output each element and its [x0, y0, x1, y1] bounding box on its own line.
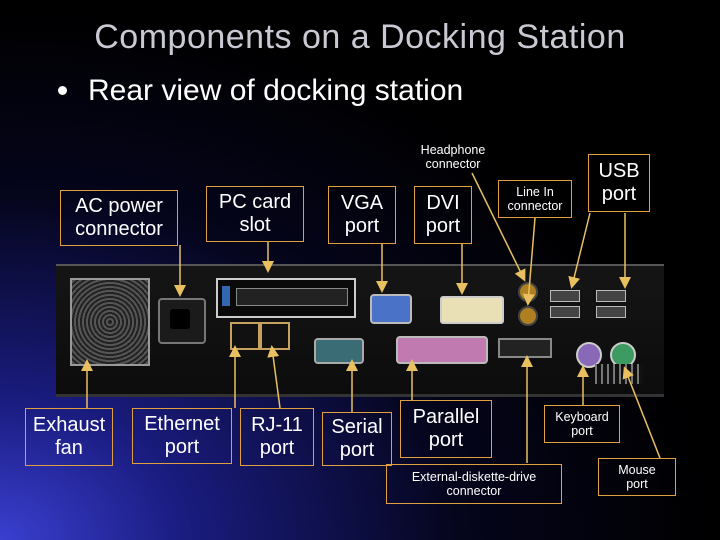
label-ac-power: AC power connector — [60, 190, 178, 246]
arrow-usb-left — [568, 212, 591, 289]
label-usb: USB port — [588, 154, 650, 212]
usb-port-graphic — [596, 306, 626, 318]
keyboard-ps2-port — [576, 342, 602, 368]
label-vga: VGA port — [328, 186, 396, 244]
label-headphone: Headphone connector — [420, 142, 486, 171]
usb-port-graphic — [550, 290, 580, 302]
label-dvi: DVI port — [414, 186, 472, 244]
label-keyboard: Keyboard port — [544, 405, 620, 443]
label-serial: Serial port — [322, 412, 392, 466]
label-exhaust-fan: Exhaust fan — [25, 408, 113, 466]
usb-port-graphic — [596, 290, 626, 302]
vga-connector — [370, 294, 412, 324]
arrow-line-in — [522, 217, 536, 306]
label-mouse: Mouse port — [598, 458, 676, 496]
label-pc-card: PC card slot — [206, 186, 304, 242]
ac-power-socket — [158, 298, 206, 344]
arrow-rj11 — [267, 345, 281, 409]
label-ethernet: Ethernet port — [132, 408, 232, 464]
arrow-mouse — [622, 366, 661, 459]
usb-port-graphic — [550, 306, 580, 318]
pc-card-slot-graphic — [216, 278, 356, 318]
arrow-headphone — [471, 172, 526, 282]
rj11-jack — [260, 322, 290, 350]
dvi-connector — [440, 296, 504, 324]
bullet-text: Rear view of docking station — [88, 74, 464, 107]
bullet-icon — [58, 86, 67, 95]
exhaust-fan-graphic — [70, 278, 150, 366]
label-parallel: Parallel port — [400, 400, 492, 458]
slide-title: Components on a Docking Station — [94, 18, 626, 56]
label-rj11: RJ-11 port — [240, 408, 314, 466]
label-diskette: External-diskette-drive connector — [386, 464, 562, 504]
label-line-in: Line In connector — [498, 180, 572, 218]
docking-station-photo — [56, 264, 664, 397]
line-in-jack — [518, 306, 538, 326]
